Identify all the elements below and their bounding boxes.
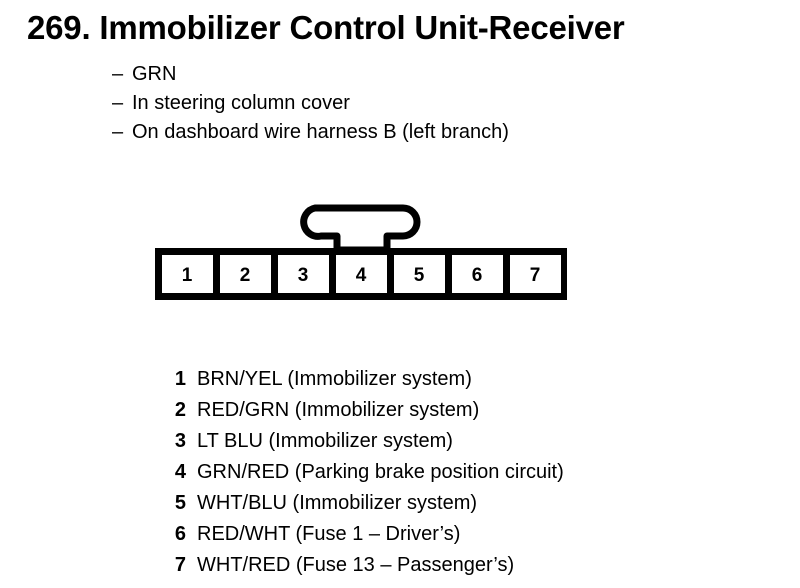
pin-cavity-5 — [394, 255, 445, 293]
legend-row: 7 WHT/RED (Fuse 13 – Passenger’s) — [160, 550, 780, 581]
legend-pin-description: WHT/RED (Fuse 13 – Passenger’s) — [197, 554, 515, 576]
legend-pin-number: 6 — [174, 523, 186, 545]
legend-pin-description: WHT/BLU (Immobilizer system) — [197, 492, 478, 514]
connector-body — [155, 248, 567, 300]
legend-pin-description: RED/GRN (Immobilizer system) — [197, 399, 480, 421]
legend-pin-description: RED/WHT (Fuse 1 – Driver’s) — [197, 523, 461, 545]
legend-pin-number: 2 — [174, 399, 186, 421]
description-list: – GRN – In steering column cover – On da… — [112, 60, 712, 147]
pin-number-6: 6 — [472, 265, 483, 286]
legend-pin-description: GRN/RED (Parking brake position circuit) — [197, 461, 564, 483]
description-line: – On dashboard wire harness B (left bran… — [112, 118, 712, 147]
legend-pin-number: 4 — [174, 461, 186, 483]
dash-marker: – — [112, 121, 124, 143]
dash-marker: – — [112, 63, 124, 85]
pin-cavity-4 — [336, 255, 387, 293]
legend-row: 1 BRN/YEL (Immobilizer system) — [160, 364, 780, 395]
legend-row: 3 LT BLU (Immobilizer system) — [160, 426, 780, 457]
legend-pin-number: 7 — [174, 554, 186, 576]
description-text: GRN — [132, 63, 177, 85]
pin-cavity-1 — [162, 255, 213, 293]
legend-pin-number: 1 — [174, 368, 186, 390]
pin-number-2: 2 — [240, 265, 251, 286]
locking-tab — [300, 204, 421, 254]
legend-row: 6 RED/WHT (Fuse 1 – Driver’s) — [160, 519, 780, 550]
pin-number-3: 3 — [298, 265, 309, 286]
legend-row: 5 WHT/BLU (Immobilizer system) — [160, 488, 780, 519]
description-line: – GRN — [112, 60, 712, 89]
legend-pin-description: BRN/YEL (Immobilizer system) — [197, 368, 472, 390]
legend-pin-number: 3 — [174, 430, 186, 452]
description-text: On dashboard wire harness B (left branch… — [132, 121, 509, 143]
legend-pin-number: 5 — [174, 492, 186, 514]
connector-diagram: 1 2 3 4 5 6 7 — [150, 200, 575, 308]
pin-number-4: 4 — [356, 265, 367, 286]
pin-cavity-2 — [220, 255, 271, 293]
legend-pin-description: LT BLU (Immobilizer system) — [197, 430, 453, 452]
pin-number-7: 7 — [530, 265, 541, 286]
pin-cavity-7 — [510, 255, 561, 293]
pin-legend: 1 BRN/YEL (Immobilizer system) 2 RED/GRN… — [160, 364, 780, 581]
legend-row: 2 RED/GRN (Immobilizer system) — [160, 395, 780, 426]
dash-marker: – — [112, 92, 124, 114]
description-line: – In steering column cover — [112, 89, 712, 118]
page-title: 269. Immobilizer Control Unit-Receiver — [27, 9, 625, 46]
pin-number-5: 5 — [414, 265, 425, 286]
description-text: In steering column cover — [132, 92, 350, 114]
pin-cavity-6 — [452, 255, 503, 293]
pin-cavity-3 — [278, 255, 329, 293]
legend-row: 4 GRN/RED (Parking brake position circui… — [160, 457, 780, 488]
pin-number-1: 1 — [182, 265, 193, 286]
